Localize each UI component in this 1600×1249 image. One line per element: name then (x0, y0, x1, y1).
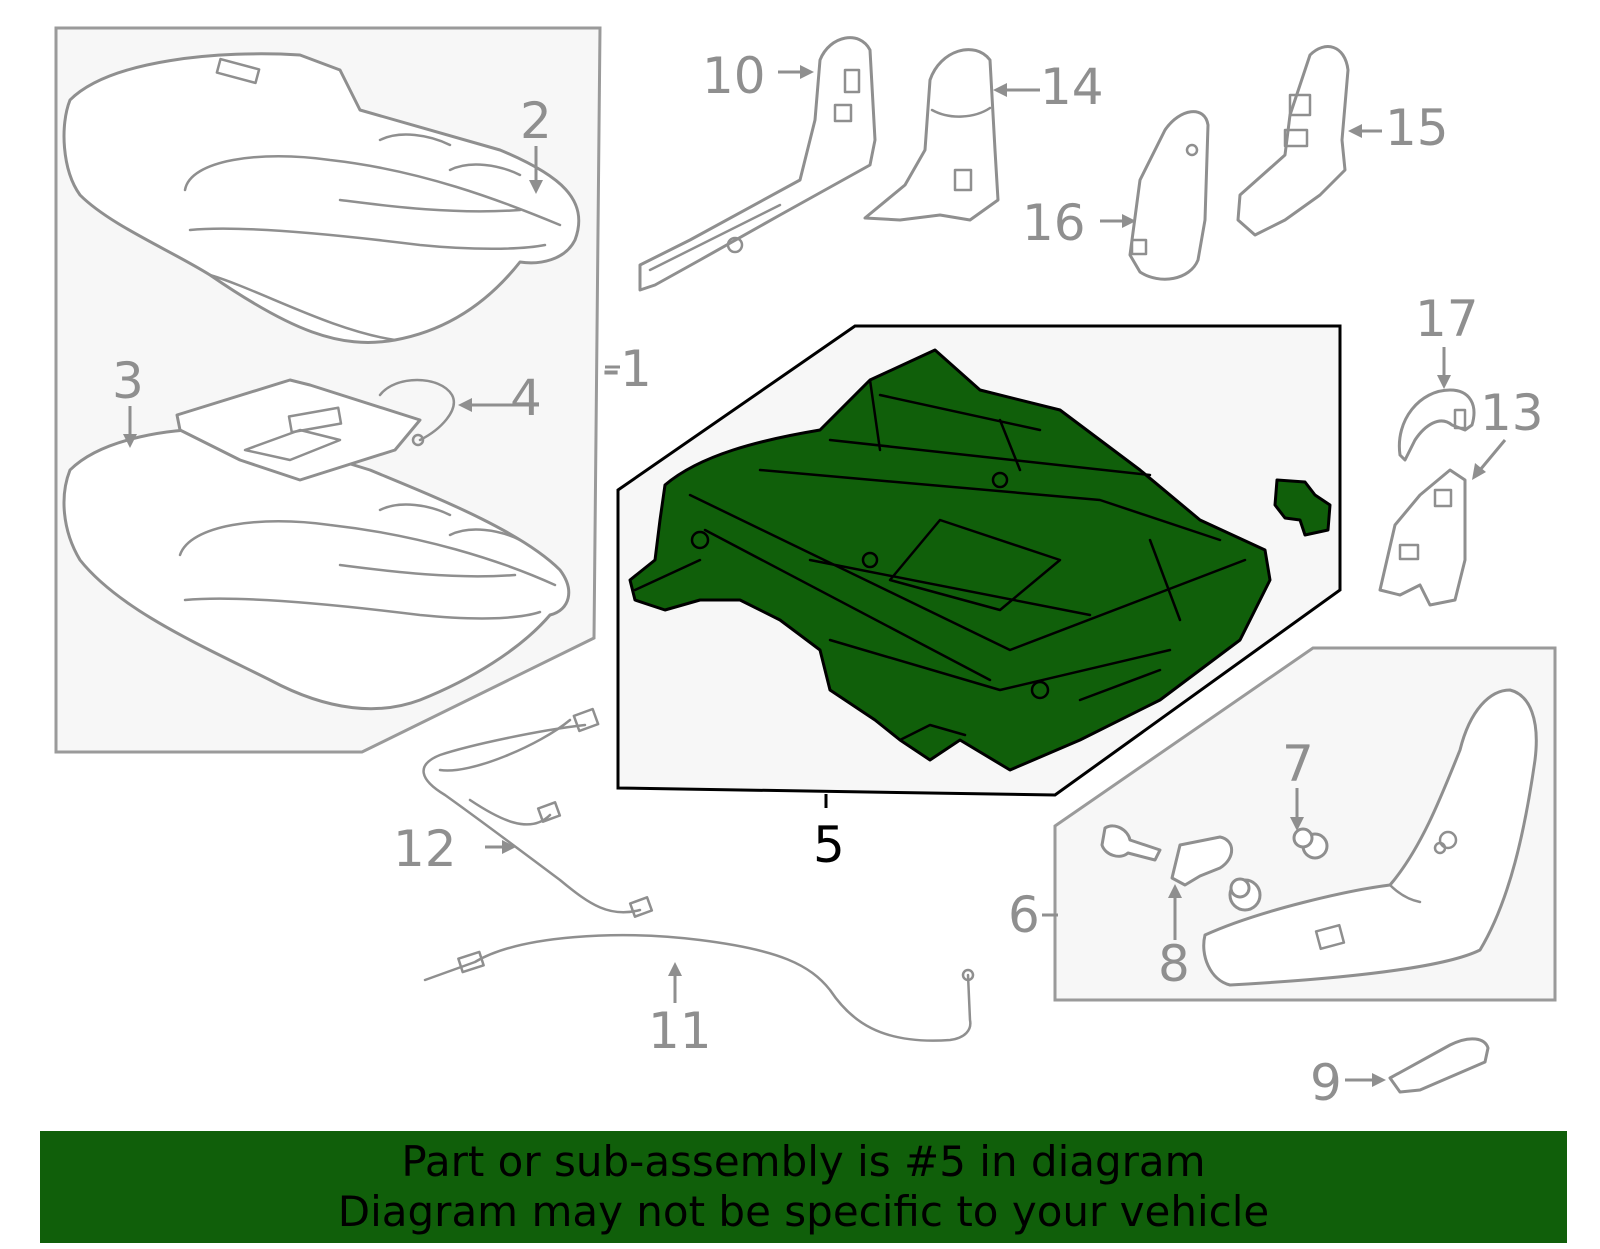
banner-line-1: Part or sub-assembly is #5 in diagram (401, 1137, 1206, 1186)
part-17-clip[interactable] (1397, 388, 1476, 462)
callout-5: 5 (813, 816, 845, 874)
callout-12: 12 (393, 820, 457, 878)
part-13-bracket[interactable] (1378, 468, 1467, 607)
part-4-seat-heater[interactable] (175, 378, 455, 482)
callout-15: 15 (1385, 99, 1449, 157)
callout-7: 7 (1282, 735, 1314, 793)
part-12-wire-harness[interactable] (422, 707, 654, 918)
part-grommet[interactable] (1228, 877, 1262, 912)
callout-17: 17 (1415, 290, 1479, 348)
part-7-screw[interactable] (1292, 827, 1329, 860)
part-bolt[interactable] (1100, 824, 1162, 862)
part-5-clip[interactable] (1273, 478, 1332, 537)
info-banner: Part or sub-assembly is #5 in diagram Di… (40, 1131, 1567, 1243)
callout-13: 13 (1480, 384, 1544, 442)
callout-2: 2 (520, 92, 552, 150)
part-3-cushion-pad[interactable] (62, 427, 571, 711)
part-9-lever[interactable] (1388, 1037, 1490, 1094)
callout-16: 16 (1022, 194, 1086, 252)
part-8-knob[interactable] (1170, 835, 1234, 887)
part-2-cushion-cover[interactable] (62, 52, 581, 344)
part-10-side-cover[interactable] (638, 36, 877, 292)
callout-14: 14 (1040, 58, 1104, 116)
callout-11: 11 (648, 1002, 712, 1060)
part-5-seat-track-highlighted[interactable] (628, 348, 1272, 772)
part-14-cover[interactable] (863, 48, 1000, 222)
part-11-cable[interactable] (423, 933, 975, 1042)
callout-4: 4 (510, 369, 542, 427)
callout-9: 9 (1310, 1054, 1342, 1112)
part-15-cover[interactable] (1236, 45, 1350, 237)
callout-labels: -1 2 3 4 5 6 7 8 9 10 11 12 13 14 15 16 … (112, 47, 1544, 1112)
callout-6: 6 (1008, 886, 1040, 944)
callout-8: 8 (1158, 935, 1190, 993)
leader-lines (123, 65, 1507, 1087)
banner-line-2: Diagram may not be specific to your vehi… (337, 1187, 1270, 1236)
callout-10: 10 (702, 47, 766, 105)
callout-1: -1 (602, 340, 652, 398)
callout-3: 3 (112, 352, 144, 410)
part-16-cover[interactable] (1128, 110, 1210, 281)
part-6-side-shield[interactable] (1202, 688, 1538, 987)
